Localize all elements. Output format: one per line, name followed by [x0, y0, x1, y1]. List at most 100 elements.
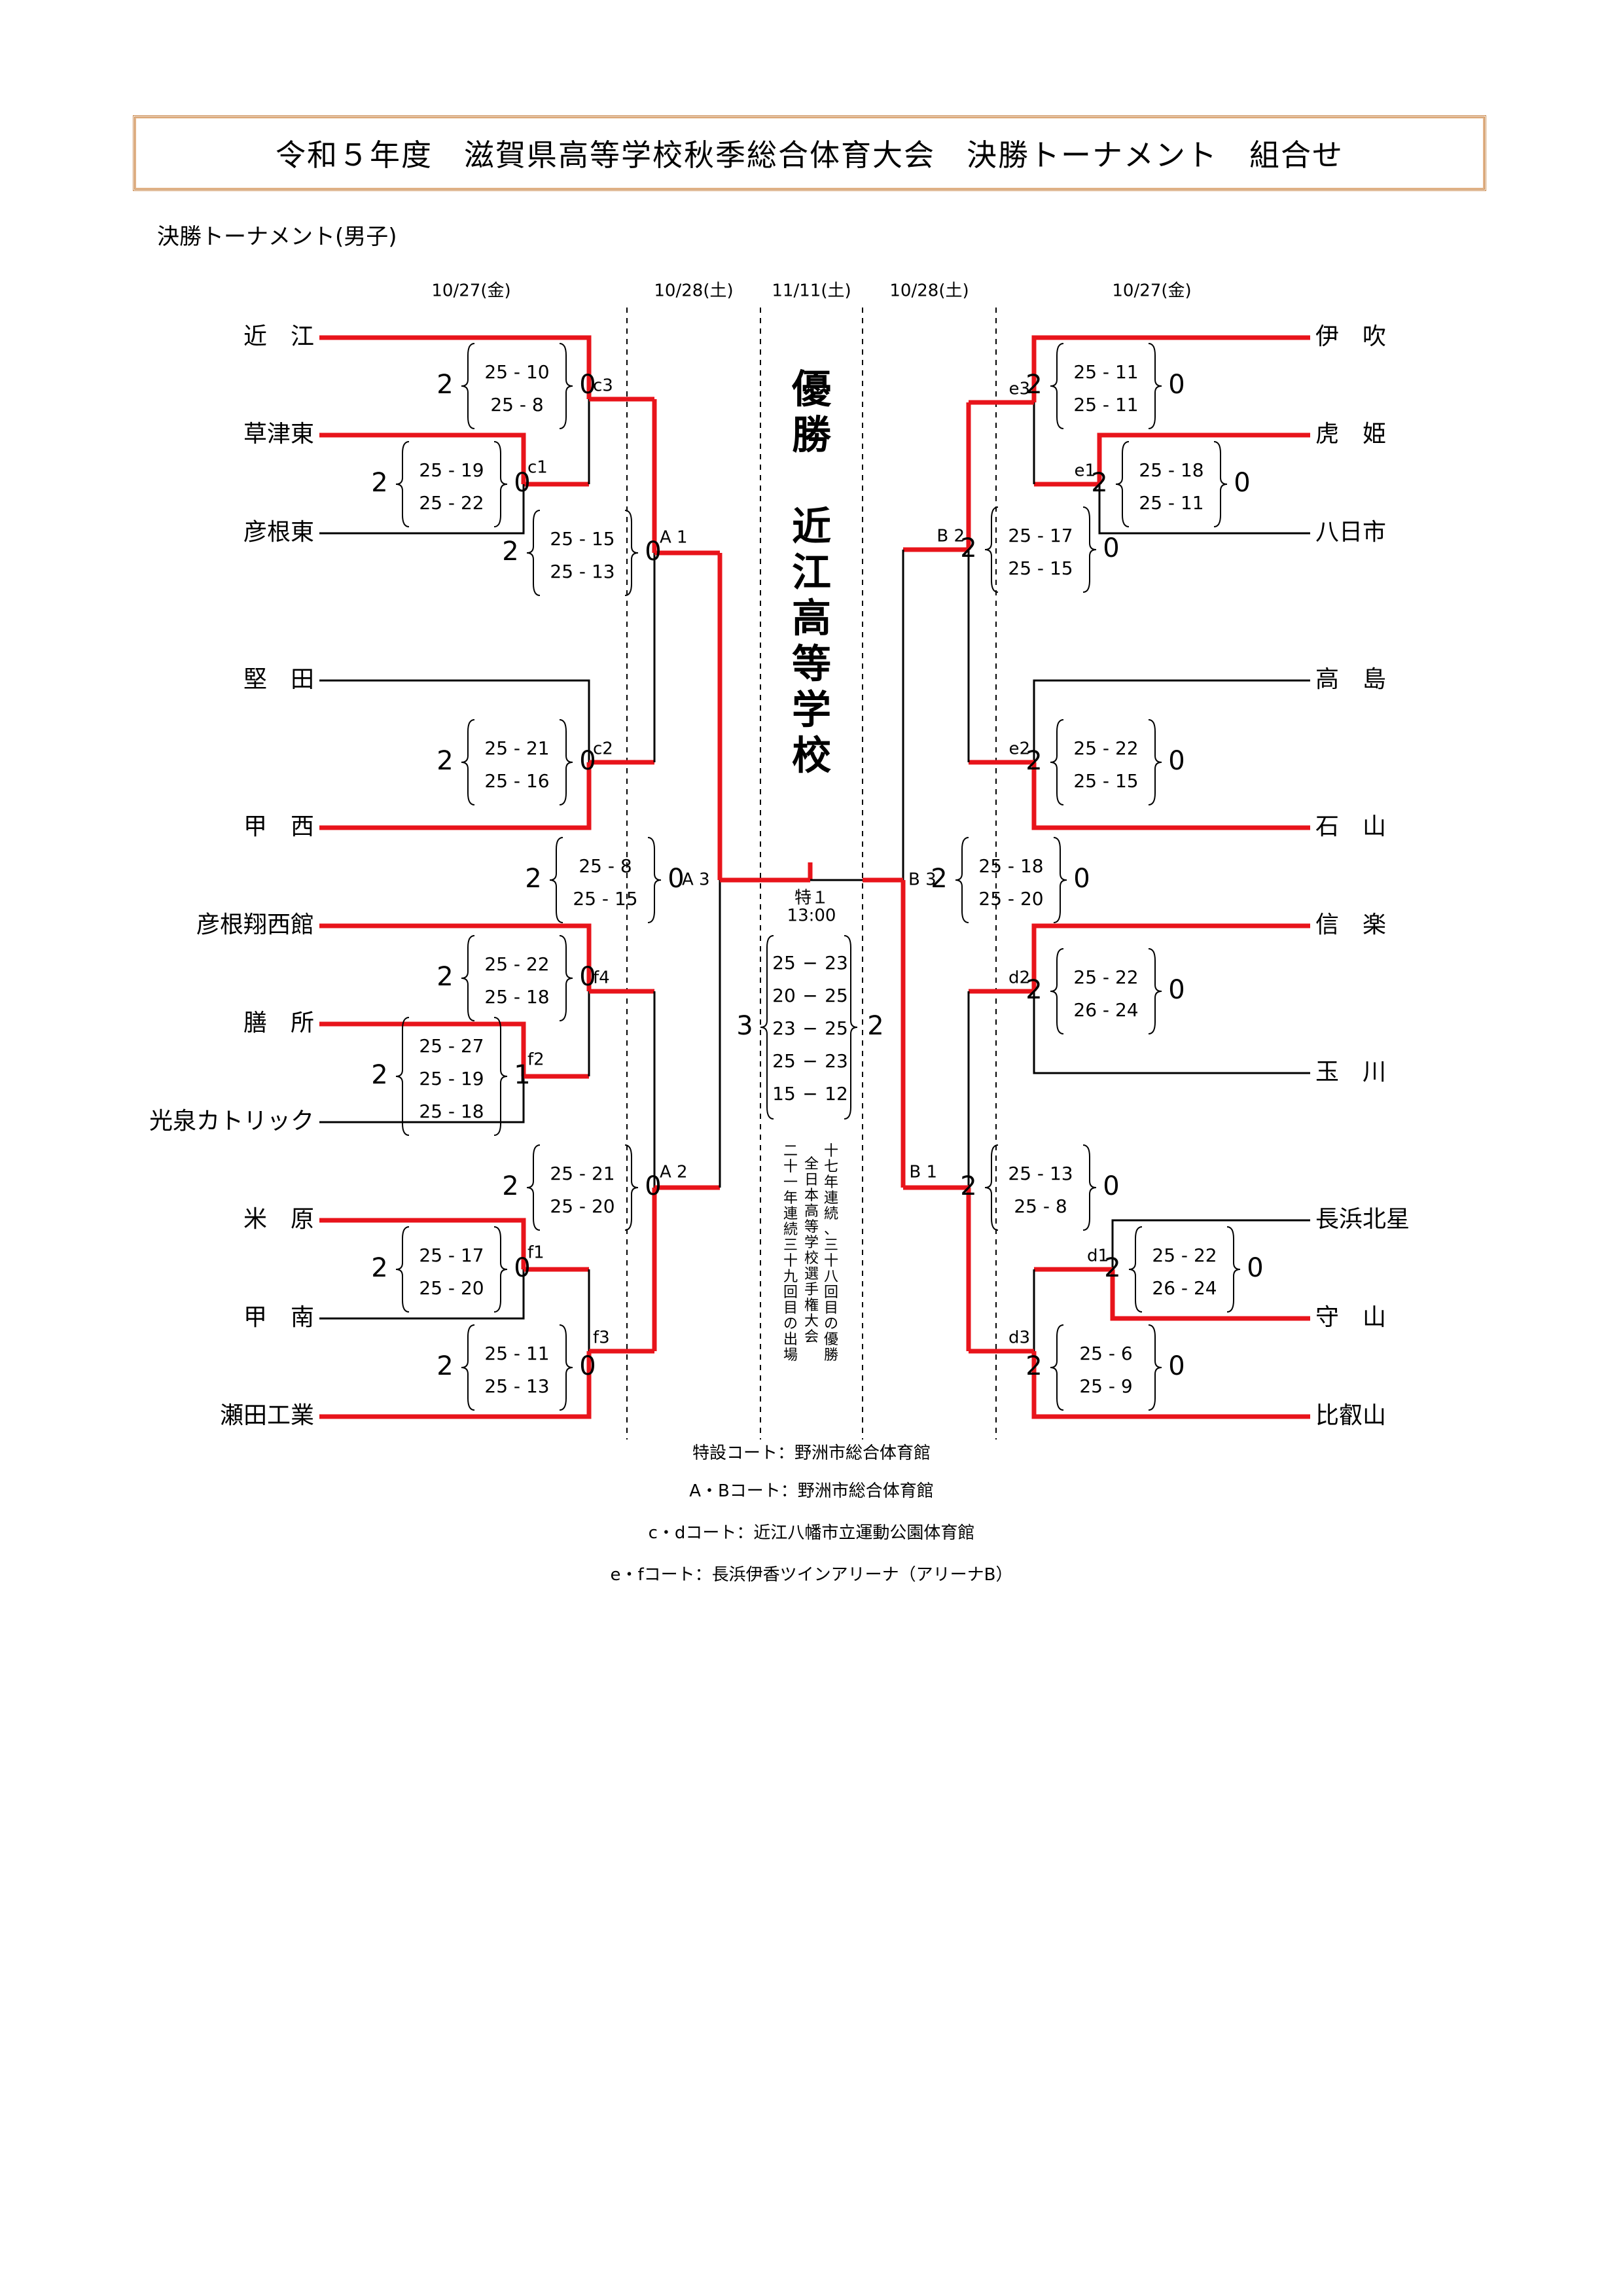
venue-note: 特設コート：野洲市総合体育館 [692, 1443, 931, 1463]
bracket-line [1110, 1269, 1310, 1321]
bracket-line [1098, 484, 1310, 535]
champion-note-char: 十 [783, 1159, 798, 1175]
brace-left [461, 935, 475, 1021]
set-score: 25 - 27 [419, 1035, 484, 1057]
final-set-dash: − [802, 952, 817, 974]
champion-note-char: 二 [783, 1143, 798, 1159]
champion-note-char: 七 [824, 1159, 838, 1175]
brace-left [461, 343, 475, 429]
set-score: 25 - 13 [1008, 1163, 1073, 1184]
team-name: 長浜北星 [1315, 1206, 1410, 1233]
bracket-line [319, 1076, 525, 1123]
date-label: 10/27(金) [431, 281, 510, 301]
sets-won: 2 [371, 468, 387, 498]
final-code: 特１ [794, 889, 829, 908]
brace-right [1226, 1226, 1241, 1313]
brace-left [526, 1144, 541, 1231]
set-score: 25 - 18 [419, 1101, 484, 1122]
brace-left [461, 719, 475, 805]
team-name: 膳 所 [243, 1010, 314, 1036]
brace-right [559, 343, 573, 429]
set-score: 25 - 22 [1073, 966, 1138, 988]
champion-note-char: 日 [804, 1172, 819, 1188]
champion-note-char: 十 [824, 1253, 838, 1269]
set-score: 25 - 18 [1139, 459, 1204, 481]
champion-note-char: 連 [824, 1190, 838, 1207]
champion-note-char: 十 [824, 1143, 838, 1159]
champion-note-char: 一 [783, 1174, 798, 1191]
set-score: 25 - 11 [1073, 394, 1138, 415]
bracket-line [319, 335, 592, 399]
set-score: 25 - 15 [1073, 770, 1138, 792]
champion-note-char: 回 [824, 1284, 838, 1301]
champion-note-char: 場 [783, 1347, 798, 1364]
sets-won: 2 [437, 1351, 453, 1381]
sets-won: 2 [437, 370, 453, 400]
bracket-line [1031, 1351, 1310, 1419]
match-code: e2 [1008, 739, 1030, 759]
team-name: 比叡山 [1315, 1402, 1386, 1429]
set-score: 25 - 17 [1008, 525, 1073, 546]
bracket-line [319, 1021, 526, 1076]
champion-note-char: 十 [783, 1253, 798, 1269]
champion-note-char: 勝 [824, 1347, 838, 1364]
brace-right [559, 719, 573, 805]
sets-won: 2 [1026, 1351, 1042, 1381]
bracket-line [1033, 991, 1310, 1074]
brace-right [1148, 948, 1162, 1034]
brace-left [984, 506, 999, 593]
date-label: 10/28(土) [654, 281, 733, 301]
set-score: 26 - 24 [1073, 999, 1138, 1021]
brace-left [461, 1324, 475, 1411]
sets-won: 2 [1091, 468, 1107, 498]
brace-left [984, 1144, 999, 1231]
final-set-score: 12 [825, 1083, 848, 1104]
match-code: A 3 [682, 870, 710, 890]
set-score: 25 - 13 [484, 1375, 549, 1397]
sets-lost: 0 [1234, 468, 1250, 498]
champion-note-char: 年 [824, 1174, 838, 1191]
team-name: 甲 西 [243, 813, 314, 840]
match-code: f4 [593, 968, 610, 988]
sets-won: 2 [1026, 370, 1042, 400]
sets-won: 2 [525, 864, 541, 894]
bracket-line [319, 1218, 526, 1269]
champion-note-char: 三 [824, 1237, 838, 1254]
brace-right [493, 1017, 508, 1136]
set-score: 25 - 13 [550, 561, 615, 582]
match-code: f3 [593, 1328, 610, 1348]
sets-won: 2 [1026, 746, 1042, 776]
final-set-score: 15 [772, 1083, 796, 1104]
team-name: 甲 南 [243, 1304, 314, 1331]
set-score: 25 - 9 [1079, 1375, 1132, 1397]
team-name: 伊 吹 [1315, 323, 1386, 350]
champion-note-char: 続 [824, 1206, 838, 1222]
final-set-dash: − [802, 1017, 817, 1039]
brace-right [1213, 441, 1228, 527]
champion-char: 等 [792, 642, 831, 688]
brace-left [549, 837, 563, 923]
set-score: 25 - 22 [1073, 737, 1138, 759]
bracket-line [319, 433, 526, 484]
champion-note-char: 回 [783, 1284, 798, 1301]
match-code: A 2 [660, 1163, 688, 1182]
set-score: 25 - 22 [1152, 1245, 1217, 1266]
match-code: d2 [1008, 968, 1030, 988]
champion-char: 優 [791, 367, 832, 413]
champion-note-char: 手 [804, 1282, 819, 1298]
sets-lost: 0 [1168, 746, 1185, 776]
set-score: 25 - 8 [1014, 1195, 1067, 1217]
bracket-line [319, 484, 525, 535]
champion-char: 校 [792, 733, 831, 779]
match-code: e1 [1074, 461, 1096, 481]
sets-lost: 0 [645, 537, 661, 567]
champion-note-char: 続 [783, 1222, 798, 1238]
team-name: 光泉カトリック [149, 1108, 314, 1135]
team-name: 八日市 [1315, 519, 1386, 546]
brace-right [493, 1226, 508, 1313]
sets-lost: 0 [1103, 1171, 1119, 1201]
brace-left [395, 1017, 410, 1136]
champion-note-char: 全 [804, 1156, 819, 1173]
brace-right [1148, 719, 1162, 805]
